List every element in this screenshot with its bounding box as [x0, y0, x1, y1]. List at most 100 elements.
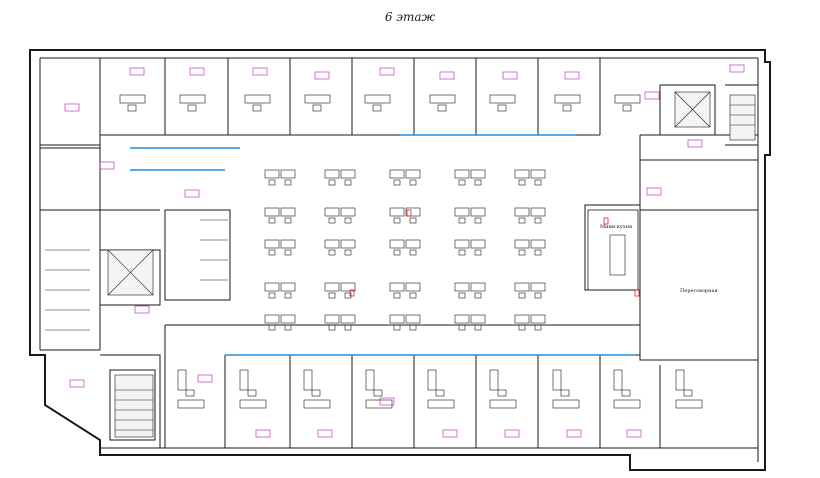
chair — [393, 324, 401, 331]
desk — [405, 282, 421, 292]
desk — [405, 207, 421, 217]
desk — [530, 239, 546, 249]
red-marker — [634, 289, 640, 297]
chair — [328, 179, 336, 186]
desk — [119, 94, 146, 104]
room-tag — [189, 67, 205, 76]
desk — [470, 282, 486, 292]
desk — [239, 399, 267, 409]
furniture — [119, 94, 703, 409]
room-tag — [439, 71, 455, 80]
desk — [454, 282, 470, 292]
desk — [280, 239, 296, 249]
chair — [622, 104, 632, 112]
room-tag — [442, 429, 458, 438]
desk — [179, 94, 206, 104]
chair — [344, 324, 352, 331]
desk — [304, 94, 331, 104]
room-tag — [252, 67, 268, 76]
desk — [340, 207, 356, 217]
desk — [613, 399, 641, 409]
red-marker — [603, 217, 609, 225]
room-tag — [504, 429, 520, 438]
desk — [429, 94, 456, 104]
chair — [284, 324, 292, 331]
chair — [409, 292, 417, 299]
desk — [324, 169, 340, 179]
chair — [344, 249, 352, 256]
chair — [458, 292, 466, 299]
chair — [534, 179, 542, 186]
chair — [409, 217, 417, 224]
desk — [514, 239, 530, 249]
room-tag — [64, 103, 80, 112]
room-tag — [184, 189, 200, 198]
cabinet — [303, 369, 313, 391]
chair — [437, 104, 447, 112]
desk — [454, 239, 470, 249]
desk — [454, 314, 470, 324]
desk — [324, 314, 340, 324]
chair — [518, 179, 526, 186]
desk — [489, 94, 516, 104]
chair — [268, 217, 276, 224]
chair — [518, 249, 526, 256]
cabinet — [177, 369, 187, 391]
chair — [247, 389, 257, 397]
room-tag — [644, 91, 660, 100]
desk — [280, 314, 296, 324]
chair — [328, 292, 336, 299]
chair — [458, 249, 466, 256]
desk — [427, 399, 455, 409]
chair — [284, 249, 292, 256]
room-tag — [566, 429, 582, 438]
chair — [409, 249, 417, 256]
desk — [530, 169, 546, 179]
chair — [312, 104, 322, 112]
desk — [324, 207, 340, 217]
restrooms — [45, 219, 228, 331]
desk — [675, 399, 703, 409]
chair — [409, 179, 417, 186]
desk — [389, 169, 405, 179]
desk — [489, 399, 517, 409]
chair — [268, 249, 276, 256]
chair — [458, 217, 466, 224]
desk — [364, 94, 391, 104]
room-tag — [379, 397, 395, 406]
chair — [497, 104, 507, 112]
stairs — [107, 91, 756, 438]
chair — [435, 389, 445, 397]
desk — [405, 314, 421, 324]
red-marker — [406, 209, 412, 217]
room-tag — [134, 305, 150, 314]
desk — [264, 314, 280, 324]
room-tag — [99, 161, 115, 170]
desk — [244, 94, 271, 104]
chair — [127, 104, 137, 112]
room-tag — [687, 139, 703, 148]
desk — [389, 207, 405, 217]
meeting-room-label: Переговорная — [680, 288, 718, 294]
chair — [534, 292, 542, 299]
desk — [340, 169, 356, 179]
chair — [284, 292, 292, 299]
chair — [560, 389, 570, 397]
chair — [268, 324, 276, 331]
desk — [470, 314, 486, 324]
chair — [458, 179, 466, 186]
chair — [268, 179, 276, 186]
desk — [470, 207, 486, 217]
chair — [328, 324, 336, 331]
chair — [534, 249, 542, 256]
chair — [683, 389, 693, 397]
desk — [340, 314, 356, 324]
markers — [349, 209, 640, 297]
chair — [393, 292, 401, 299]
cabinet — [427, 369, 437, 391]
room-tag — [69, 379, 85, 388]
chair — [621, 389, 631, 397]
desk — [324, 282, 340, 292]
room-tag — [255, 429, 271, 438]
desk — [470, 239, 486, 249]
